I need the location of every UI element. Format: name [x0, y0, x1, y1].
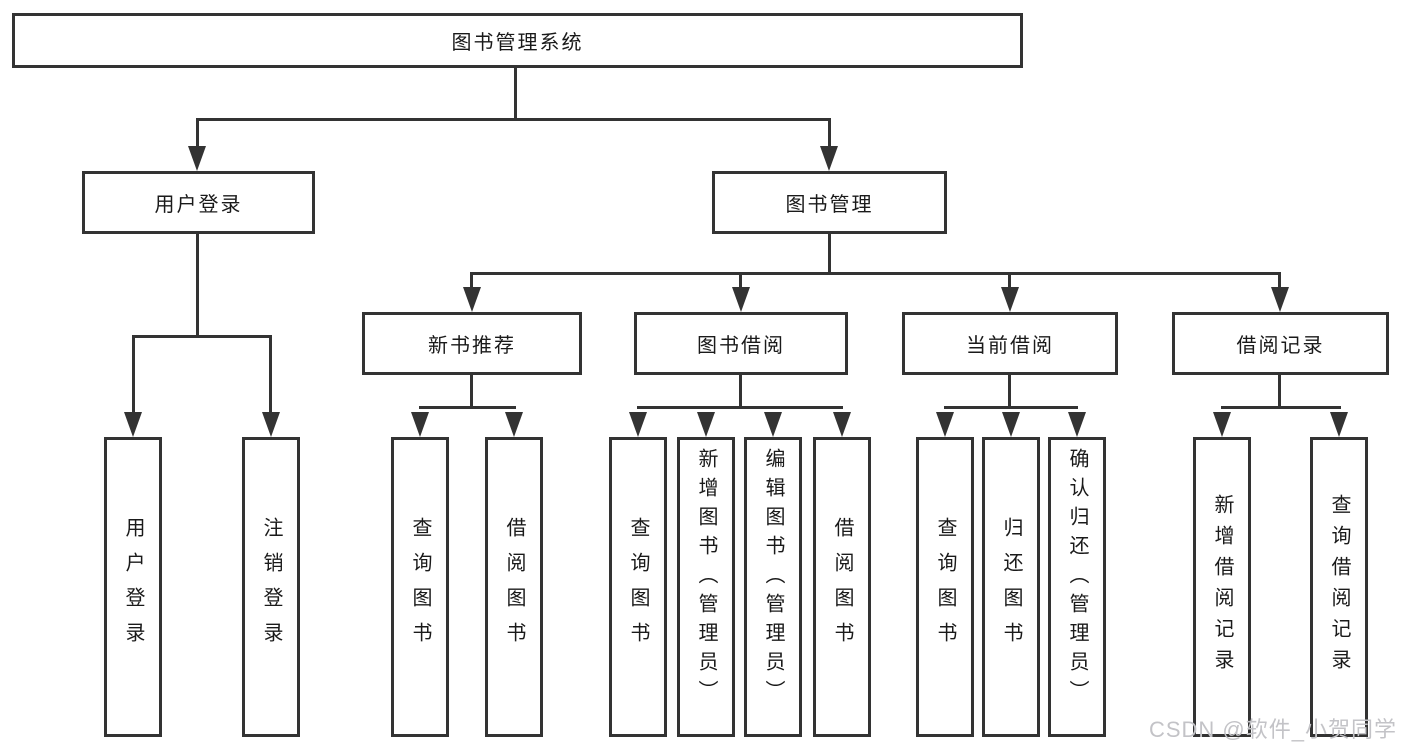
leaf-user-login: 用户登录 [104, 437, 162, 737]
arrow-down-icon [697, 412, 715, 437]
arrow-down-icon [411, 412, 429, 437]
arrow-down-icon [764, 412, 782, 437]
leaf-record-add-borrow-record: 新增借阅记录 [1193, 437, 1251, 737]
connector-line [1221, 406, 1341, 409]
connector-line [196, 233, 199, 337]
arrow-down-icon [732, 287, 750, 312]
leaf-logout: 注销登录 [242, 437, 300, 737]
arrow-down-icon [188, 146, 206, 171]
arrow-down-icon [124, 412, 142, 437]
leaf-borrow-edit-books-admin-label: 编辑图书（管理员） [762, 448, 784, 709]
leaf-record-add-borrow-record-label: 新增借阅记录 [1211, 494, 1233, 680]
leaf-current-return-books-label: 归还图书 [1000, 517, 1022, 657]
arrow-down-icon [1330, 412, 1348, 437]
arrow-down-icon [1213, 412, 1231, 437]
connector-line [419, 406, 516, 409]
leaf-current-confirm-return-admin: 确认归还（管理员） [1048, 437, 1106, 737]
connector-line [739, 272, 742, 290]
leaf-newbook-borrow-books: 借阅图书 [485, 437, 543, 737]
arrow-down-icon [505, 412, 523, 437]
connector-line [1278, 272, 1281, 290]
node-user-login: 用户登录 [82, 171, 315, 234]
leaf-current-query-books-label: 查询图书 [934, 517, 956, 657]
arrow-down-icon [833, 412, 851, 437]
connector-line [470, 272, 1281, 275]
leaf-user-login-label: 用户登录 [122, 517, 144, 657]
arrow-down-icon [262, 412, 280, 437]
leaf-record-query-borrow-record: 查询借阅记录 [1310, 437, 1368, 737]
node-book-management: 图书管理 [712, 171, 947, 234]
leaf-current-return-books: 归还图书 [982, 437, 1040, 737]
connector-line [1008, 272, 1011, 290]
connector-line [637, 406, 843, 409]
node-book-borrow: 图书借阅 [634, 312, 848, 375]
connector-line [944, 406, 1078, 409]
node-book-management-label: 图书管理 [785, 194, 874, 216]
connector-line [1008, 374, 1011, 408]
connector-line [828, 233, 831, 275]
arrow-down-icon [1068, 412, 1086, 437]
connector-line [132, 335, 272, 338]
leaf-current-confirm-return-admin-label: 确认归还（管理员） [1066, 448, 1088, 709]
connector-line [470, 272, 473, 290]
leaf-borrow-add-books-admin-label: 新增图书（管理员） [695, 448, 717, 709]
node-current-borrow: 当前借阅 [902, 312, 1118, 375]
leaf-borrow-add-books-admin: 新增图书（管理员） [677, 437, 735, 737]
leaf-logout-label: 注销登录 [260, 517, 282, 657]
connector-line [196, 118, 831, 121]
node-user-login-label: 用户登录 [154, 194, 243, 216]
leaf-borrow-borrow-books-label: 借阅图书 [831, 517, 853, 657]
connector-line [196, 118, 199, 150]
arrow-down-icon [629, 412, 647, 437]
connector-line [739, 374, 742, 408]
watermark: CSDN @软件_小贺同学 [1148, 717, 1397, 742]
node-borrow-record-label: 借阅记录 [1236, 335, 1325, 357]
leaf-record-query-borrow-record-label: 查询借阅记录 [1328, 494, 1350, 680]
leaf-borrow-query-books-label: 查询图书 [627, 517, 649, 657]
node-new-book-recommend: 新书推荐 [362, 312, 582, 375]
leaf-newbook-query-books: 查询图书 [391, 437, 449, 737]
connector-line [828, 118, 831, 150]
node-book-borrow-label: 图书借阅 [697, 335, 785, 357]
node-root: 图书管理系统 [12, 13, 1023, 68]
arrow-down-icon [463, 287, 481, 312]
leaf-borrow-borrow-books: 借阅图书 [813, 437, 871, 737]
connector-line [269, 335, 272, 415]
arrow-down-icon [1001, 287, 1019, 312]
connector-line [514, 68, 517, 120]
node-borrow-record: 借阅记录 [1172, 312, 1389, 375]
node-current-borrow-label: 当前借阅 [966, 335, 1054, 357]
connector-line [470, 374, 473, 408]
leaf-current-query-books: 查询图书 [916, 437, 974, 737]
leaf-borrow-edit-books-admin: 编辑图书（管理员） [744, 437, 802, 737]
node-root-label: 图书管理系统 [451, 32, 584, 54]
leaf-borrow-query-books: 查询图书 [609, 437, 667, 737]
connector-line [132, 335, 135, 415]
arrow-down-icon [936, 412, 954, 437]
leaf-newbook-query-books-label: 查询图书 [409, 517, 431, 657]
arrow-down-icon [820, 146, 838, 171]
arrow-down-icon [1271, 287, 1289, 312]
leaf-newbook-borrow-books-label: 借阅图书 [503, 517, 525, 657]
connector-line [1278, 374, 1281, 408]
arrow-down-icon [1002, 412, 1020, 437]
node-new-book-recommend-label: 新书推荐 [428, 335, 516, 357]
